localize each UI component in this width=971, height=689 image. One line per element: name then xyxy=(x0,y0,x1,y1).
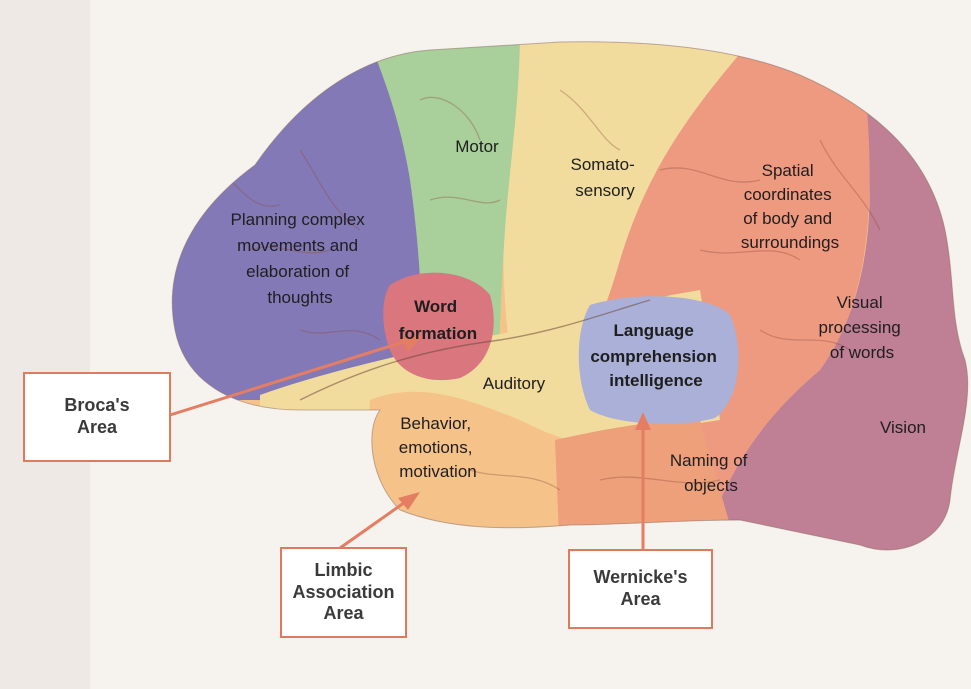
label-motor: Motor xyxy=(455,137,499,156)
label-planning: Planning complex movements and elaborati… xyxy=(231,210,370,307)
limbic-callout: Limbic Association Area xyxy=(280,547,407,638)
limbic-arrowhead xyxy=(398,492,420,510)
wernicke-arrowhead xyxy=(635,412,651,430)
limbic-arrow xyxy=(339,498,409,550)
occipital-lobe xyxy=(700,90,968,550)
label-visual-processing: Visual processing of words xyxy=(819,293,906,362)
left-page-shadow xyxy=(0,0,90,689)
brain-outline xyxy=(171,41,969,551)
broca-callout-label: Broca's Area xyxy=(64,395,130,437)
label-word-formation: Word formation xyxy=(399,297,477,343)
sulci-lines xyxy=(229,89,881,491)
label-spatial: Spatial coordinates of body and surround… xyxy=(741,161,839,252)
callout-arrows xyxy=(169,336,651,552)
wernicke-callout-label: Wernicke's Area xyxy=(593,567,688,609)
label-vision: Vision xyxy=(880,418,926,437)
label-behavior: Behavior, emotions, motivation xyxy=(399,414,477,481)
broca-arrowhead xyxy=(400,336,422,352)
limbic-callout-label: Limbic Association Area xyxy=(292,559,395,624)
broca-area-patch xyxy=(383,272,494,381)
wernicke-callout: Wernicke's Area xyxy=(568,549,713,629)
wernicke-area-patch xyxy=(578,296,739,424)
label-somatosensory: Somato- sensory xyxy=(571,155,640,200)
sylvian-fissure xyxy=(299,299,651,401)
label-auditory: Auditory xyxy=(483,374,546,393)
broca-arrow xyxy=(169,338,411,417)
broca-callout: Broca's Area xyxy=(23,372,171,462)
label-naming: Naming of objects xyxy=(670,451,752,495)
label-language: Language comprehension intelligence xyxy=(590,321,721,390)
